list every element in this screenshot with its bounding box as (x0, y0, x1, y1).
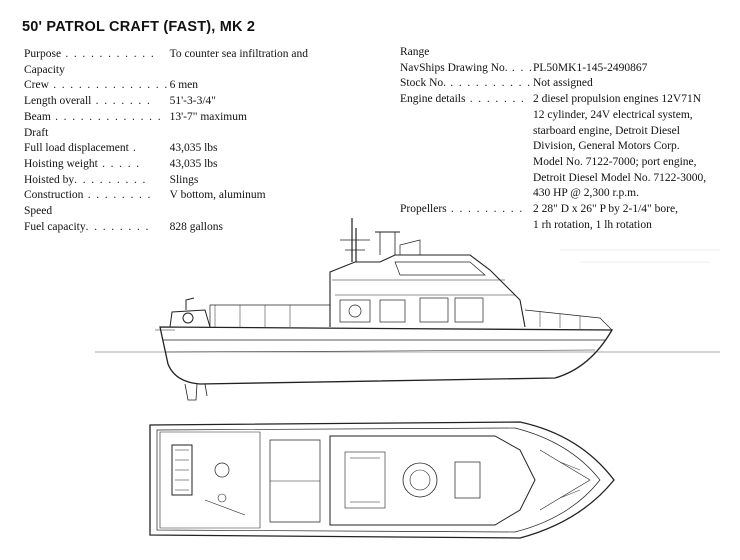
spec-label: Hoisting weight . . . . . (24, 157, 170, 173)
spec-value-continued: Model No. 7122-7000; port engine, (533, 155, 697, 168)
spec-value-continued: starboard engine, Detroit Diesel (533, 124, 680, 137)
spec-leader: . . . . . . . . . . . . . . (48, 79, 169, 92)
spec-row: Draft (24, 126, 354, 142)
spec-value: V bottom, aluminum (169, 189, 266, 202)
spec-label-text: Crew (24, 79, 49, 92)
spec-label-text: Full load displacement (24, 142, 129, 155)
spec-label-text: Beam (24, 110, 51, 123)
spec-value-continued: 430 HP @ 2,300 r.p.m. (533, 187, 640, 200)
spec-label: Draft (24, 126, 170, 142)
spec-row: Purpose . . . . . . . . . . .To counter … (24, 47, 354, 63)
spec-row: Speed (24, 204, 354, 220)
spec-label-text: Purpose (24, 48, 62, 60)
spec-label: Construction . . . . . . . . (24, 188, 170, 204)
spec-row: Full load displacement .43,035 lbs (24, 141, 354, 157)
spec-value-continued: 1 rh rotation, 1 lh rotation (533, 218, 652, 231)
spec-leader: . . . . . (97, 157, 141, 170)
spec-label: Capacity (24, 63, 170, 79)
spec-label: Range (400, 45, 533, 61)
spec-value: To counter sea infiltration and (169, 48, 309, 60)
spec-leader: . . . . . . . . . . . . . (50, 110, 162, 123)
spec-row: Hoisting weight . . . . .43,035 lbs (24, 157, 354, 173)
spec-value: 6 men (169, 79, 199, 92)
spec-label: Engine details . . . . . . . (400, 92, 533, 108)
spec-leader: . . . . . . . . . . . (61, 48, 156, 60)
spec-label-text: Construction (24, 189, 84, 202)
spec-leader: . . . (507, 61, 534, 74)
spec-label: Propellers . . . . . . . . . (400, 202, 533, 218)
specs-left-column: Purpose . . . . . . . . . . .To counter … (24, 47, 354, 235)
spec-label: Full load displacement . (24, 141, 170, 157)
spec-row: Propellers . . . . . . . . .2 28" D x 26… (400, 202, 730, 218)
spec-leader: . . . . . . . (465, 93, 526, 106)
spec-label-text: Propellers (400, 203, 447, 216)
spec-label-text: Engine details (400, 93, 466, 106)
spec-value-continued: Division, General Motors Corp. (533, 140, 680, 153)
spec-value: PL50MK1-145-2490867 (533, 61, 648, 74)
spec-label-text: Hoisted by (24, 173, 75, 186)
spec-value: 13'-7" maximum (169, 110, 247, 123)
deck-plan-drawing (149, 421, 615, 539)
side-elevation-drawing (95, 218, 720, 401)
spec-label-text: Draft (24, 126, 49, 139)
spec-label: Speed (24, 204, 170, 220)
spec-value: 2 28" D x 26" P by 2-1/4" bore, (533, 203, 678, 216)
spec-row: Hoisted by. . . . . . . . .Slings (24, 173, 354, 189)
spec-row: Capacity (24, 63, 354, 79)
spec-leader: . . . . . . . . . (74, 173, 147, 186)
spec-label-text: NavShips Drawing No. (400, 61, 508, 74)
spec-label: Hoisted by. . . . . . . . . (24, 173, 170, 189)
spec-leader: . (128, 142, 138, 155)
spec-value: 43,035 lbs (169, 142, 218, 155)
spec-row: Fuel capacity. . . . . . . .828 gallons (24, 220, 354, 236)
spec-label: Crew . . . . . . . . . . . . . . (24, 78, 170, 94)
spec-value: Slings (169, 173, 199, 186)
spec-label-text: Capacity (24, 63, 65, 76)
spec-label-text: Stock No. (400, 77, 446, 90)
spec-label: Purpose . . . . . . . . . . . (24, 47, 170, 63)
spec-row: Range (400, 45, 730, 61)
spec-label-text: Range (400, 46, 430, 58)
document-title: 50' PATROL CRAFT (FAST), MK 2 (22, 19, 256, 35)
spec-label-text: Fuel capacity (24, 220, 86, 233)
spec-label: Beam . . . . . . . . . . . . . (24, 110, 170, 126)
spec-row: Length overall . . . . . . .51'-3-3/4" (24, 94, 354, 110)
spec-value: 828 gallons (169, 220, 223, 233)
spec-label-text: Speed (24, 205, 53, 218)
spec-label-text: Hoisting weight (24, 157, 98, 170)
spec-value: Not assigned (533, 77, 593, 90)
spec-row: Crew . . . . . . . . . . . . . .6 men (24, 78, 354, 94)
spec-row: Stock No. . . . . . . . . . .Not assigne… (400, 76, 730, 92)
spec-label: Length overall . . . . . . . (24, 94, 170, 110)
spec-value-continued: 12 cylinder, 24V electrical system, (533, 108, 693, 121)
spec-value-continued: Detroit Diesel Model No. 7122-3000, (533, 171, 707, 184)
spec-label: Fuel capacity. . . . . . . . (24, 220, 170, 236)
spec-value: 43,035 lbs (169, 157, 218, 170)
spec-leader: . . . . . . . . . . (446, 77, 532, 90)
spec-leader: . . . . . . . . (83, 189, 152, 202)
spec-value: 2 diesel propulsion engines 12V71N (533, 93, 702, 106)
spec-row: Engine details . . . . . . .2 diesel pro… (400, 92, 730, 108)
spec-row: Beam . . . . . . . . . . . . .13'-7" max… (24, 110, 354, 126)
spec-label-text: Length overall (24, 95, 92, 108)
spec-row: NavShips Drawing No. . . .PL50MK1-145-24… (400, 61, 730, 77)
spec-leader: . . . . . . . . . (446, 203, 524, 216)
spec-leader: . . . . . . . . (85, 220, 150, 233)
spec-value: 51'-3-3/4" (169, 95, 216, 108)
spec-row: Construction . . . . . . . .V bottom, al… (24, 188, 354, 204)
spec-label: Stock No. . . . . . . . . . . (400, 76, 533, 92)
spec-label: NavShips Drawing No. . . . (400, 61, 533, 77)
spec-leader: . . . . . . . (91, 95, 152, 108)
